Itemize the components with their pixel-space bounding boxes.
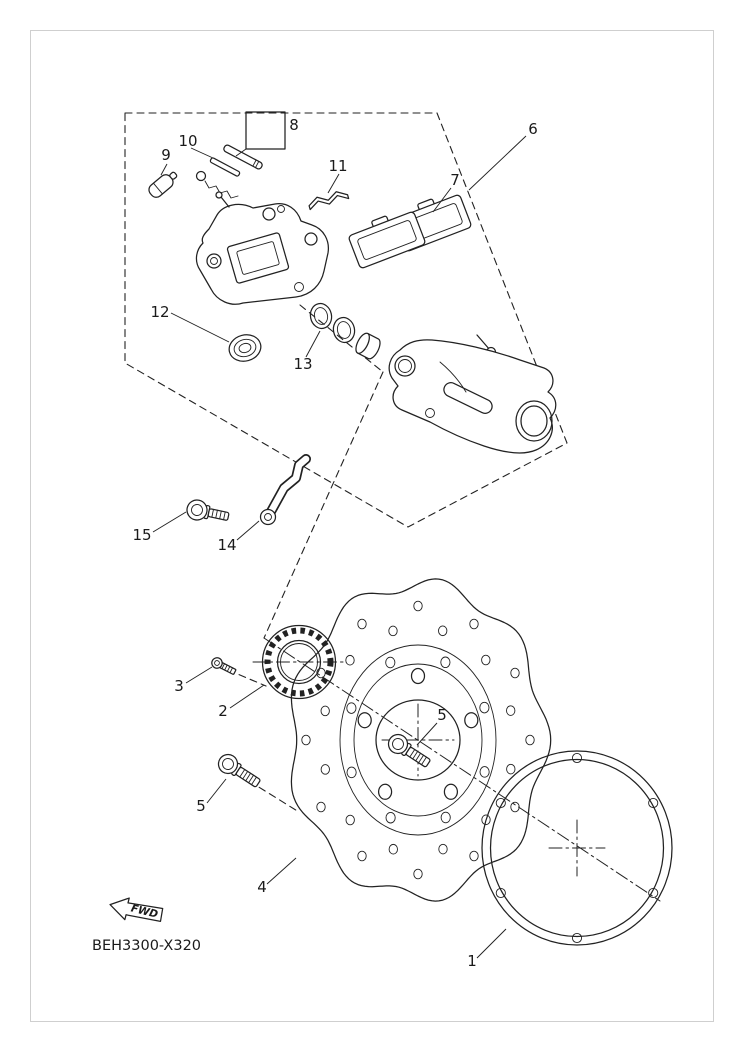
pin-tag: [245, 111, 286, 150]
disc-center-hole: [375, 699, 461, 781]
stopper-bracket: [259, 454, 311, 526]
assembly-boundary: [124, 112, 568, 528]
piston-boot: [228, 334, 262, 362]
caliper-piston: [355, 332, 381, 360]
disc-gasket: [481, 750, 673, 946]
page-frame: [30, 30, 714, 1022]
part-label-11: 11: [328, 157, 347, 175]
leader-lines: [152, 135, 527, 959]
disc-bolt-left: [217, 753, 261, 788]
rotor-screw: [211, 657, 237, 675]
flange-bolt: [186, 499, 230, 521]
caliper-assembly: [148, 111, 557, 454]
part-label-14: 14: [217, 536, 236, 554]
fwd-arrow: FWD: [109, 897, 164, 922]
retaining-pin: [209, 157, 241, 177]
drawing-code: BEH3300-X320: [92, 938, 201, 954]
caliper-bracket: [388, 334, 557, 454]
part-label-12: 12: [150, 303, 169, 321]
sensor-rotor: [252, 624, 346, 700]
part-label-2: 2: [218, 702, 228, 720]
disc-holes: [301, 600, 535, 880]
part-label-15: 15: [132, 526, 151, 544]
disc-hub-edge: [353, 663, 483, 817]
pad-pin: [223, 144, 263, 170]
pad-spring: [308, 191, 350, 211]
part-label-3: 3: [174, 677, 184, 695]
part-label-5-center: 5: [437, 706, 447, 724]
part-label-7: 7: [450, 171, 460, 189]
caliper-body: [195, 191, 330, 305]
disc-bolt-center: [387, 733, 431, 768]
piston-seals: [309, 302, 381, 360]
bleed-screw-cap: [148, 171, 178, 198]
gasket-holes: [495, 752, 659, 944]
part-label-9: 9: [161, 146, 171, 164]
disc-band-inner-edge: [339, 644, 497, 836]
brake-pad-inner: [348, 211, 426, 269]
pin-spring: [195, 170, 239, 199]
part-labels: 8 6 10 9 11 7 12 13 15 14 3 2 5 5 4 1: [132, 116, 537, 970]
part-label-8: 8: [289, 116, 299, 134]
part-label-10: 10: [178, 132, 197, 150]
part-label-6: 6: [528, 120, 538, 138]
part-label-13: 13: [293, 355, 312, 373]
part-label-1: 1: [467, 952, 477, 970]
part-label-4: 4: [257, 878, 267, 896]
part-label-5-left: 5: [196, 797, 206, 815]
